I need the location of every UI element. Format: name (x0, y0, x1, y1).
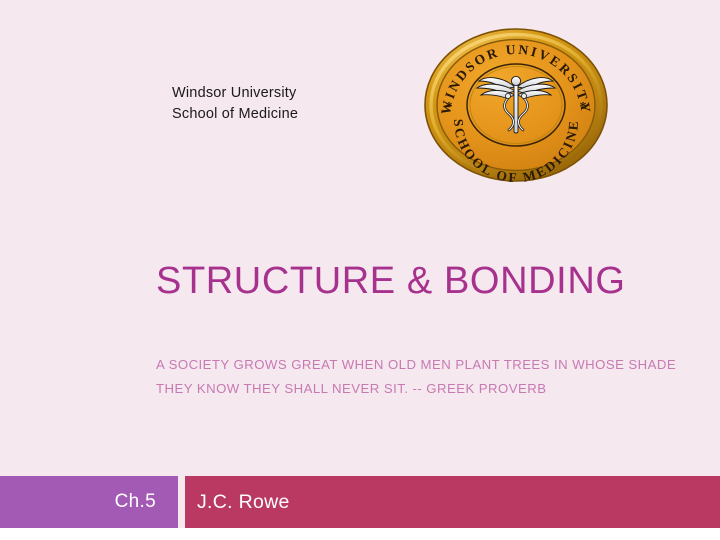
institution-line-2: School of Medicine (172, 106, 299, 122)
subtitle-line-1: A SOCIETY GROWS GREAT WHEN OLD MEN PLANT… (156, 357, 677, 372)
institution-name: Windsor University School of Medicine (172, 83, 422, 125)
seal-right-star-icon: * (580, 100, 587, 115)
slide-subtitle-quote: A SOCIETY GROWS GREAT WHEN OLD MEN PLANT… (156, 353, 686, 401)
chapter-label: Ch.5 (114, 491, 156, 512)
slide-bottom-margin (0, 528, 720, 540)
seal-graphic: WINDSOR UNIVERSITY WINDSOR UNIVERSITY SC… (424, 28, 608, 183)
chapter-bar: Ch.5 (0, 476, 178, 528)
author-bar: J.C. Rowe (185, 476, 720, 528)
seal-left-star-icon: * (446, 100, 453, 115)
subtitle-line-2: THEY KNOW THEY SHALL NEVER SIT. -- GREEK… (156, 381, 547, 396)
author-label: J.C. Rowe (197, 490, 290, 513)
caduceus-icon (475, 75, 557, 134)
slide-title: STRUCTURE & BONDING (156, 260, 626, 302)
university-seal-logo: WINDSOR UNIVERSITY WINDSOR UNIVERSITY SC… (423, 27, 609, 183)
institution-line-1: Windsor University (172, 85, 297, 101)
